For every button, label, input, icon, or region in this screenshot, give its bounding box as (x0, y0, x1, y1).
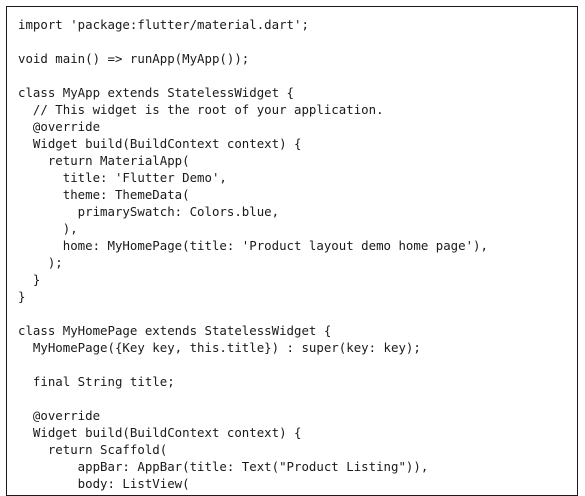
code-line: class MyHomePage extends StatelessWidget… (18, 323, 332, 338)
code-line: home: MyHomePage(title: 'Product layout … (18, 238, 488, 253)
code-line: @override (18, 119, 101, 134)
code-line: primarySwatch: Colors.blue, (18, 204, 280, 219)
code-line (18, 67, 488, 84)
code-line: // This widget is the root of your appli… (18, 102, 384, 117)
code-line (18, 356, 488, 373)
code-line (18, 305, 488, 322)
code-line: MyHomePage({Key key, this.title}) : supe… (18, 340, 421, 355)
code-line (18, 390, 488, 407)
code-line: body: ListView( (18, 476, 190, 491)
code-line: final String title; (18, 374, 175, 389)
code-line: } (18, 272, 41, 287)
code-line: @override (18, 408, 101, 423)
code-line: ); (18, 255, 63, 270)
code-line: } (18, 289, 26, 304)
code-line: class MyApp extends StatelessWidget { (18, 85, 295, 100)
code-block: import 'package:flutter/material.dart'; … (18, 16, 488, 492)
code-line: ), (18, 221, 78, 236)
code-line: theme: ThemeData( (18, 187, 190, 202)
code-line: return MaterialApp( (18, 153, 190, 168)
code-line: Widget build(BuildContext context) { (18, 136, 302, 151)
code-line: appBar: AppBar(title: Text("Product List… (18, 459, 429, 474)
code-line: title: 'Flutter Demo', (18, 170, 227, 185)
code-snippet-frame: import 'package:flutter/material.dart'; … (6, 6, 578, 496)
code-line (18, 33, 488, 50)
code-line: void main() => runApp(MyApp()); (18, 51, 250, 66)
code-line: import 'package:flutter/material.dart'; (18, 17, 309, 32)
code-line: Widget build(BuildContext context) { (18, 425, 302, 440)
code-line: return Scaffold( (18, 442, 168, 457)
